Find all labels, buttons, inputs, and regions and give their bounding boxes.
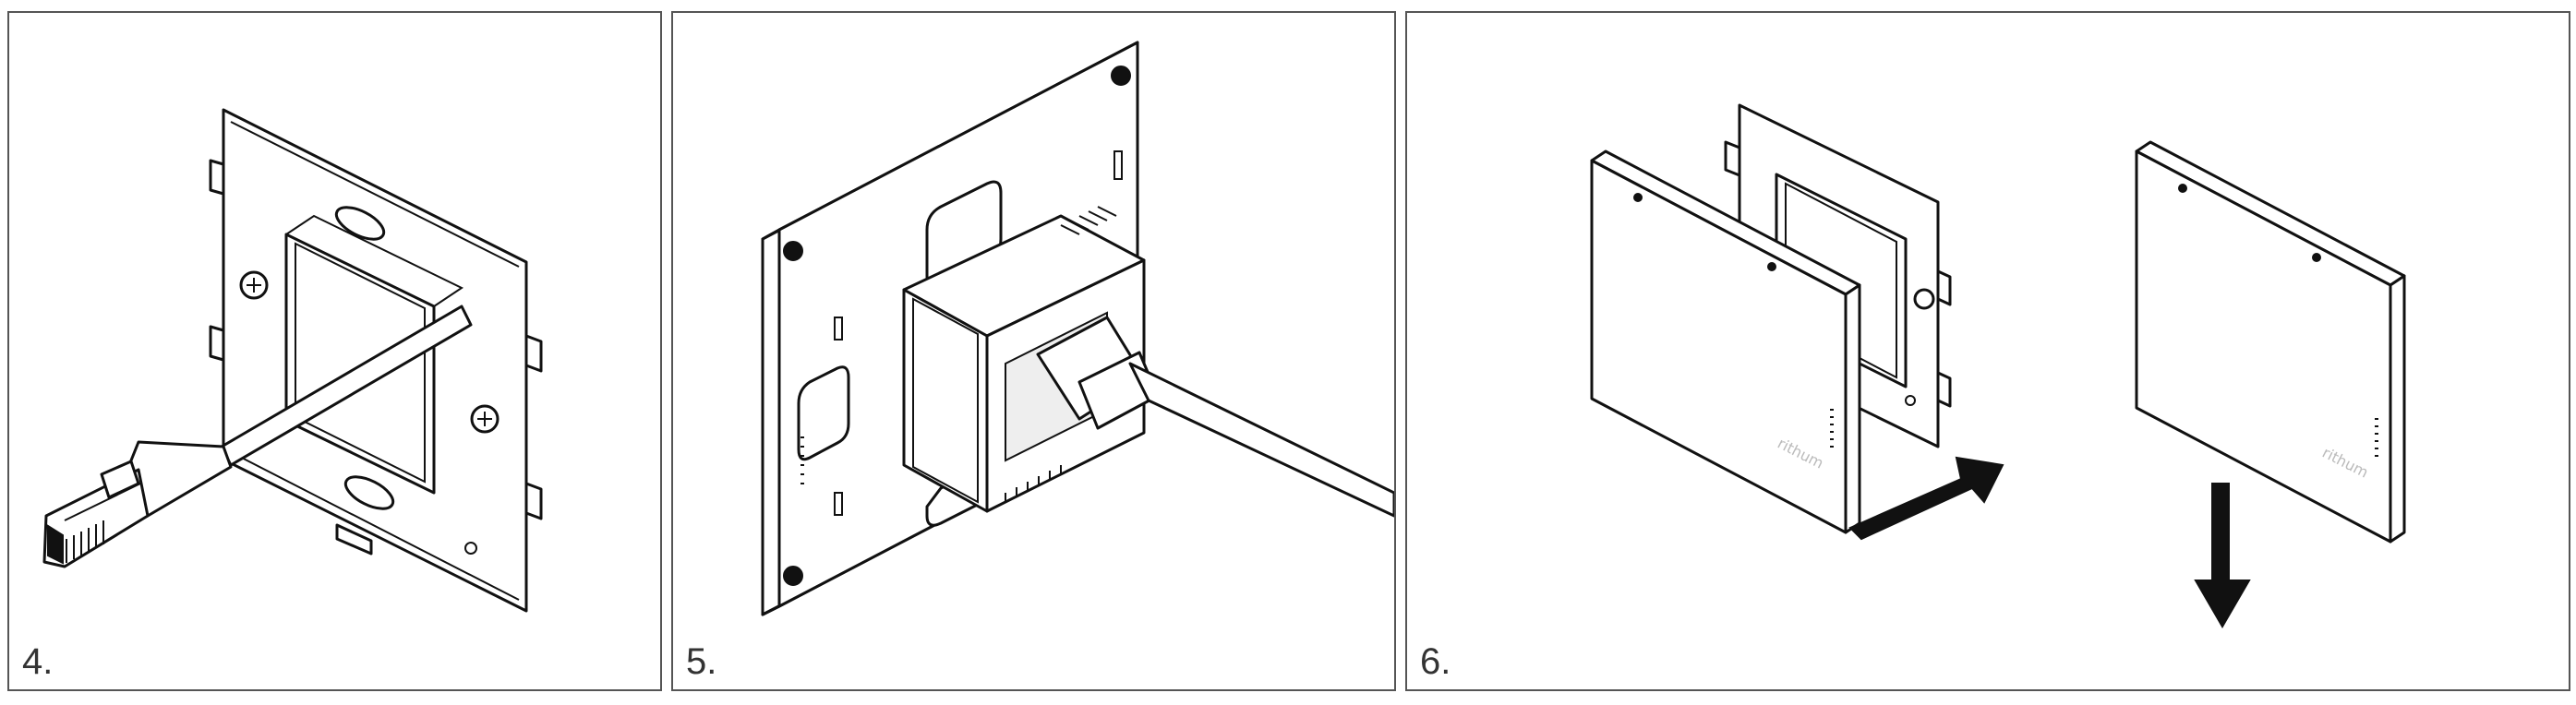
device-front-installed: rithum [2135, 140, 2406, 544]
step-5-illustration [761, 41, 1394, 616]
step-6-panel: rithum rithum 6. [1405, 11, 2570, 691]
device-front: rithum [1590, 149, 1861, 534]
slide-down-arrow [2194, 483, 2251, 628]
step-number: 5. [686, 641, 717, 682]
network-cable [1036, 316, 1394, 518]
step-number: 6. [1420, 641, 1451, 682]
step-4-illustration [42, 108, 543, 613]
step-5-panel: 5. [671, 11, 1396, 691]
rj45-plug [42, 440, 233, 568]
step-4-panel: 4. [7, 11, 662, 691]
step-6-illustration: rithum rithum [1590, 103, 2406, 628]
push-arrow [1848, 456, 2004, 541]
step-number: 4. [22, 641, 54, 682]
